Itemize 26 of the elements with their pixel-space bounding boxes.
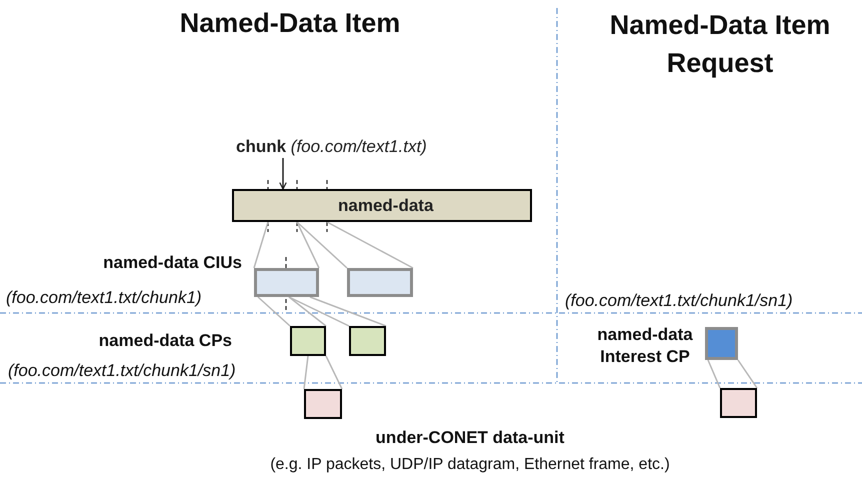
projection-lines bbox=[257, 296, 327, 327]
cp-box bbox=[290, 326, 326, 356]
projection-lines bbox=[253, 221, 320, 269]
level-label: named-data Interest CP bbox=[596, 324, 694, 368]
ciu-box bbox=[347, 268, 413, 297]
level-label: named-data CPs bbox=[98, 330, 232, 352]
interest-cp-box bbox=[705, 327, 738, 360]
named-data-bar: named-data bbox=[232, 189, 532, 222]
cp-box bbox=[349, 326, 386, 356]
projection-lines bbox=[288, 296, 387, 327]
level-label: named-data CIUs bbox=[102, 252, 242, 274]
projection-lines bbox=[303, 355, 343, 390]
projection-lines bbox=[296, 221, 414, 269]
section-title: Named-Data Item bbox=[178, 7, 402, 40]
name-example: (foo.com/text1.txt/chunk1/sn1) bbox=[565, 290, 794, 312]
level-label: under-CONET data-unit bbox=[374, 427, 566, 449]
name-example: (foo.com/text1.txt/chunk1) bbox=[6, 287, 203, 309]
name-example: (foo.com/text1.txt/chunk1/sn1) bbox=[8, 360, 237, 382]
data-unit-box bbox=[720, 388, 757, 418]
data-unit-box bbox=[304, 389, 342, 419]
projection-lines bbox=[707, 359, 758, 389]
arrow bbox=[279, 158, 287, 190]
ciu-box bbox=[254, 268, 319, 297]
level-note: (e.g. IP packets, UDP/IP datagram, Ethernet frame, etc.) bbox=[269, 455, 671, 475]
section-title: Named-Data Item Request bbox=[608, 9, 832, 80]
chunk-label: chunk (foo.com/text1.txt) bbox=[236, 134, 506, 158]
